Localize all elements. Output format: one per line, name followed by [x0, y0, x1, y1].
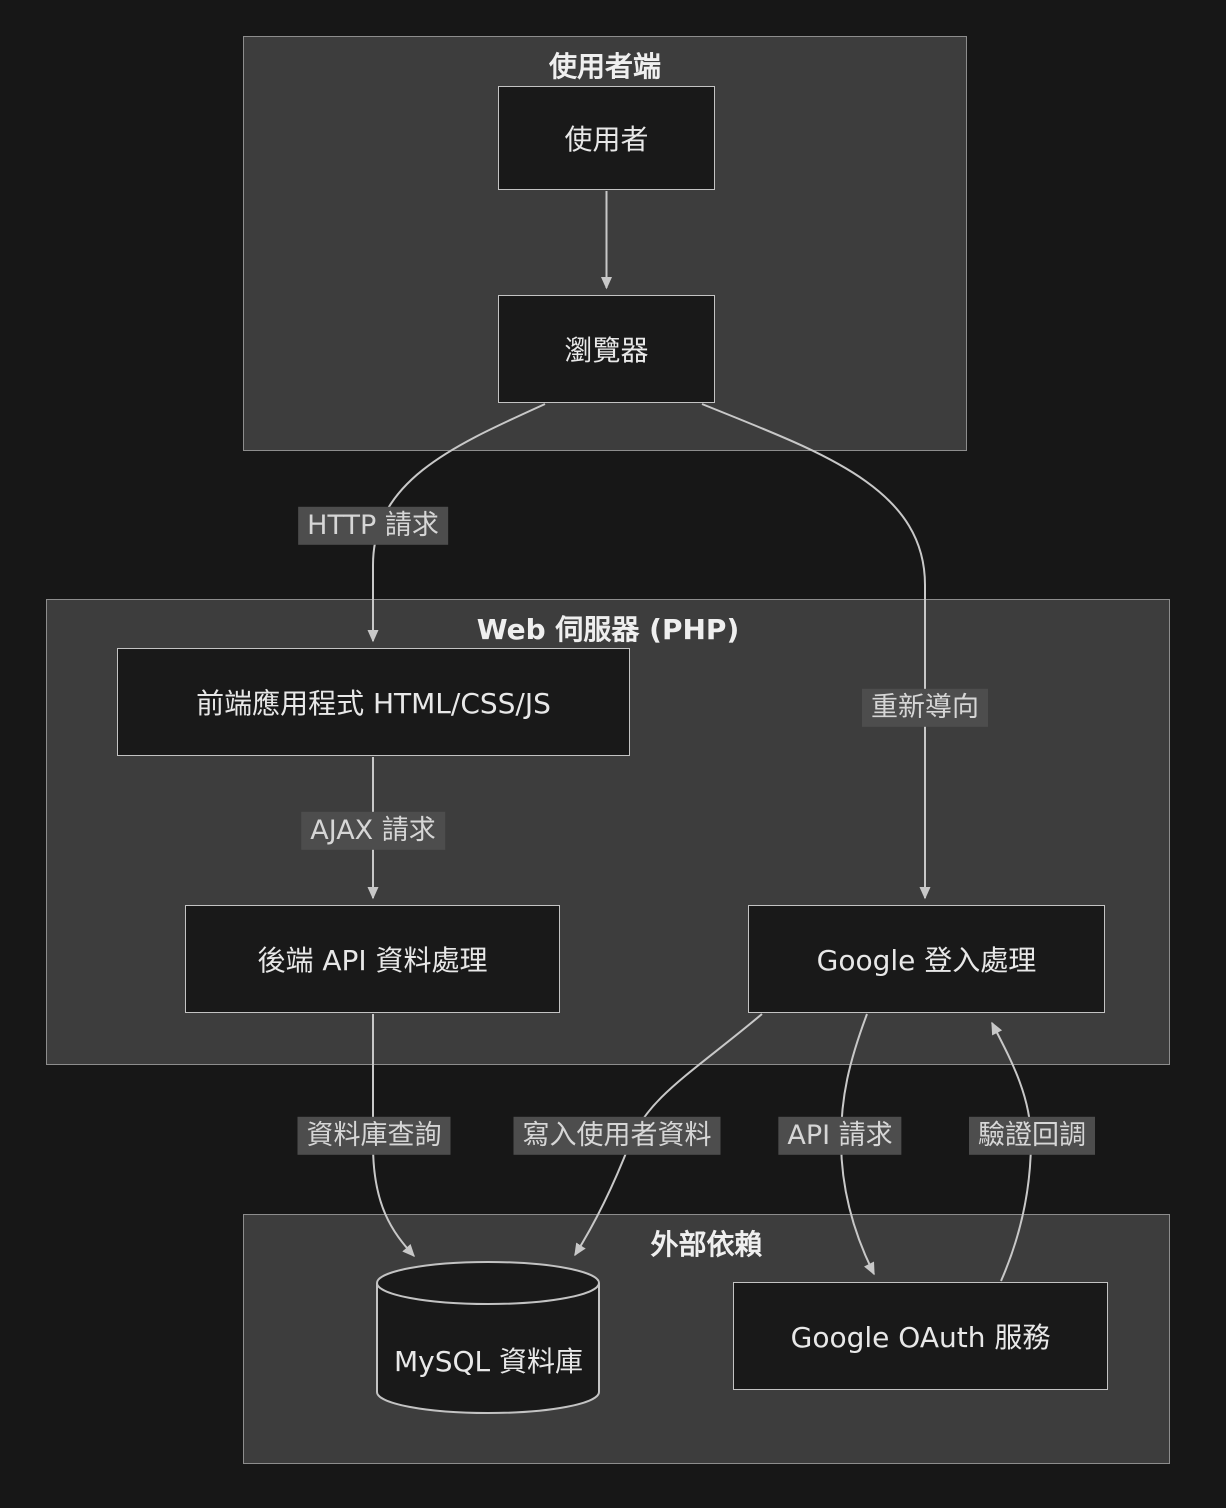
- edge-label-api-request: API 請求: [778, 1116, 902, 1156]
- node-frontend: 前端應用程式 HTML/CSS/JS: [117, 648, 630, 756]
- edge-label-db-query: 資料庫查詢: [297, 1116, 451, 1156]
- edge-label-redirect: 重新導向: [862, 688, 988, 728]
- edge-label-ajax-request: AJAX 請求: [301, 811, 445, 851]
- cluster-client-title: 使用者端: [548, 50, 661, 83]
- node-mysql-database-label: MySQL 資料庫: [393, 1345, 584, 1378]
- node-user: 使用者: [498, 86, 715, 190]
- edge-label-auth-callback: 驗證回調: [969, 1116, 1095, 1156]
- node-user-label: 使用者: [564, 123, 649, 156]
- node-google-oauth: Google OAuth 服務: [733, 1282, 1108, 1390]
- edge-label-http-request: HTTP 請求: [298, 506, 448, 546]
- cluster-external-title: 外部依賴: [650, 1228, 763, 1261]
- database-cylinder-icon: [376, 1261, 600, 1414]
- node-google-oauth-label: Google OAuth 服務: [790, 1321, 1051, 1354]
- edge-label-write-user-data: 寫入使用者資料: [513, 1116, 721, 1156]
- node-backend-label: 後端 API 資料處理: [257, 944, 488, 977]
- node-google-login-label: Google 登入處理: [816, 944, 1037, 977]
- node-mysql-database: MySQL 資料庫: [375, 1260, 602, 1416]
- node-browser-label: 瀏覽器: [564, 334, 649, 367]
- node-backend: 後端 API 資料處理: [185, 905, 560, 1013]
- node-google-login: Google 登入處理: [748, 905, 1105, 1013]
- node-frontend-label: 前端應用程式 HTML/CSS/JS: [196, 687, 551, 720]
- cluster-web-server-title: Web 伺服器 (PHP): [476, 613, 740, 646]
- node-browser: 瀏覽器: [498, 295, 715, 403]
